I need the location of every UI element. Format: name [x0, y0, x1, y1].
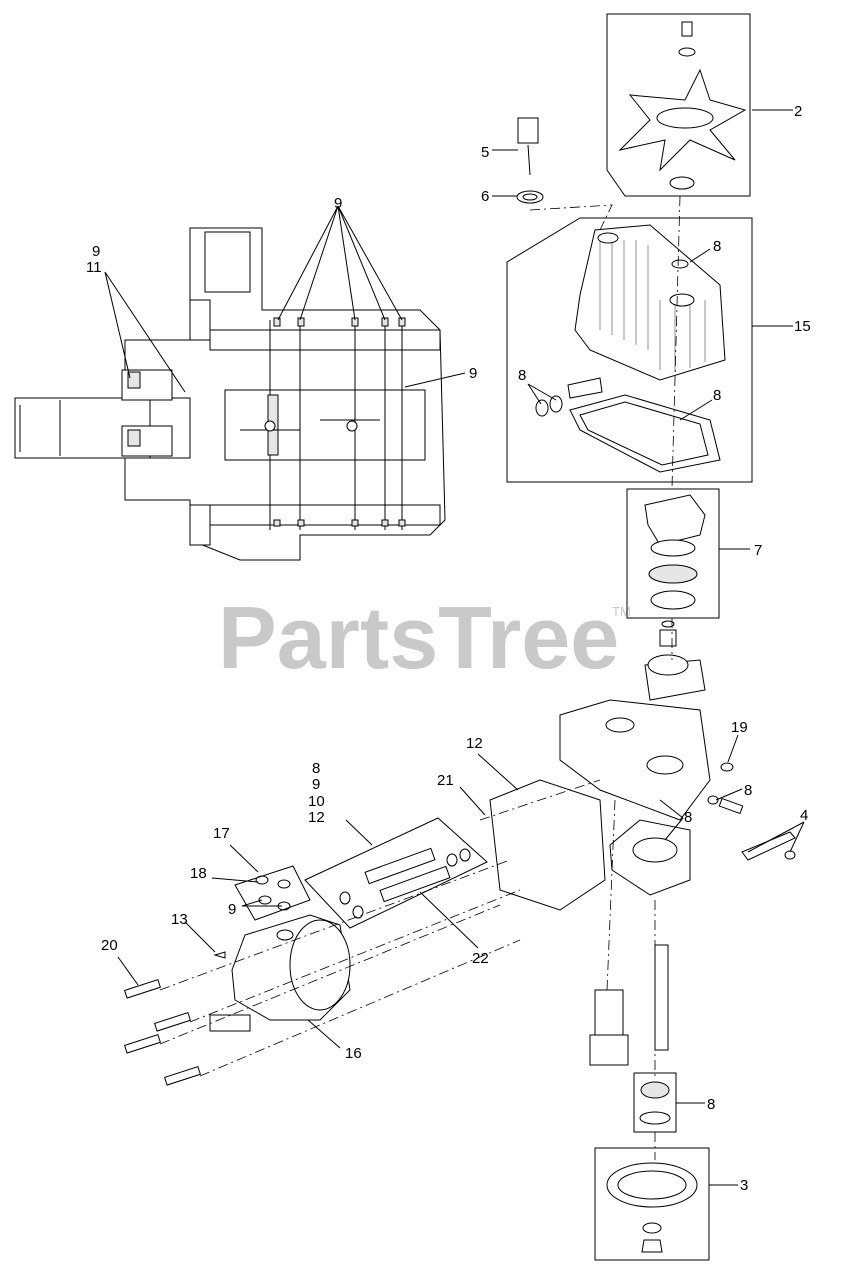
callout-20: 20: [101, 937, 118, 954]
callout-17: 17: [213, 825, 230, 842]
watermark-text: PartsTree: [218, 588, 619, 687]
bearing-kit: [626, 488, 720, 619]
upper-housing-kit: [506, 217, 753, 483]
motor-assembly: [123, 875, 351, 1086]
callout-9-kit: 9: [312, 776, 320, 793]
callout-13: 13: [171, 911, 188, 928]
watermark: PartsTree TM: [218, 588, 631, 687]
callout-labels: 2 3 4 5 6 7 8 8 8 8 8 8 8 9 9 9 9 9 10 1…: [86, 103, 811, 1194]
callout-8-center: 8: [684, 809, 692, 826]
callout-8-seals: 8: [518, 367, 526, 384]
breather-and-seal: [516, 117, 544, 204]
callout-6: 6: [481, 188, 489, 205]
transmission-section-view: [14, 227, 446, 561]
callout-12: 12: [466, 735, 483, 752]
callout-4: 4: [800, 807, 808, 824]
callout-15: 15: [794, 318, 811, 335]
callout-7: 7: [754, 542, 762, 559]
callout-3: 3: [740, 1177, 748, 1194]
callout-19: 19: [731, 719, 748, 736]
check-valve-kit: [234, 817, 488, 929]
callout-9-lower: 9: [228, 901, 236, 918]
callout-16: 16: [345, 1045, 362, 1062]
callout-18: 18: [190, 865, 207, 882]
fan-assembly: [606, 13, 751, 197]
callout-11: 11: [86, 259, 102, 276]
callout-5: 5: [481, 144, 489, 161]
callout-8-gasket: 8: [713, 387, 721, 404]
alignment-lines: [159, 195, 681, 1160]
callout-2: 2: [794, 103, 802, 120]
watermark-trademark: TM: [612, 604, 631, 619]
drive-shaft-assembly: [589, 944, 710, 1261]
control-arm-hardware: [707, 762, 796, 861]
callout-9-top: 9: [334, 195, 342, 212]
callout-9-left: 9: [92, 243, 100, 260]
callout-8-bearing: 8: [707, 1096, 715, 1113]
callout-8-fan-nut: 8: [713, 238, 721, 255]
callout-12-kit: 12: [308, 809, 325, 826]
callout-22: 22: [472, 950, 489, 967]
callout-8-kit: 8: [312, 760, 320, 777]
callout-8-washer: 8: [744, 782, 752, 799]
callout-10: 10: [308, 793, 325, 810]
callout-21: 21: [437, 772, 454, 789]
leader-lines: [104, 109, 805, 1186]
callout-9-right: 9: [469, 365, 477, 382]
center-section: [489, 620, 711, 911]
